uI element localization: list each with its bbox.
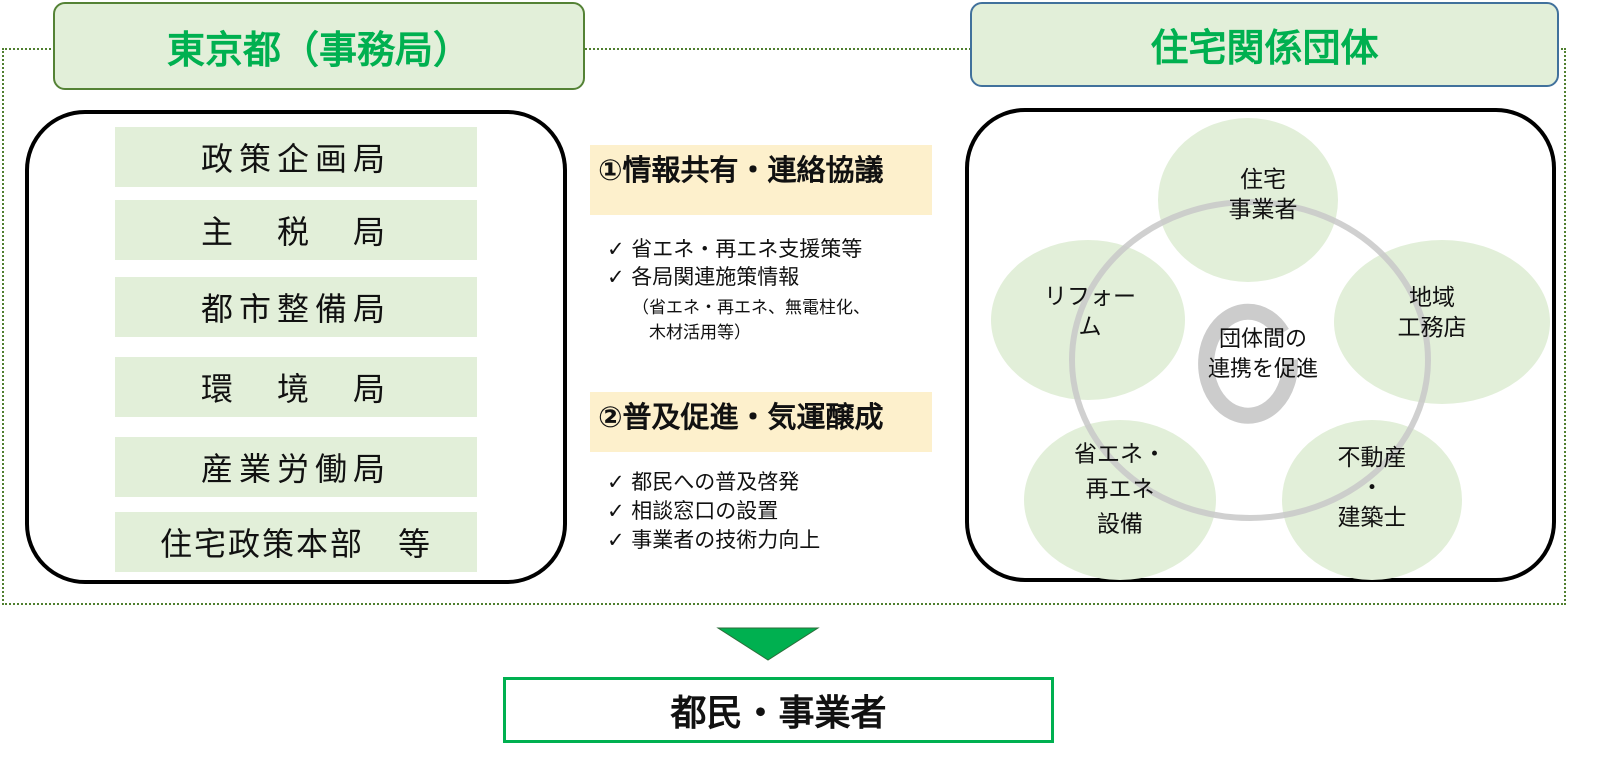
down-arrow-icon — [716, 627, 820, 661]
group-circle-energy — [1024, 420, 1216, 580]
bureau-item: 政策企画局 — [115, 127, 477, 187]
group-local: 地域工務店 — [1397, 285, 1467, 341]
target-box: 都民・事業者 — [503, 677, 1054, 743]
group-circle-realestate — [1282, 420, 1462, 580]
group-energy: 省エネ・再エネ設備 — [1074, 441, 1166, 538]
section1-note: （省エネ・再エネ、無電柱化、 — [632, 298, 870, 318]
organization-frame — [2, 48, 1566, 605]
group-circle-reform — [991, 240, 1185, 400]
group-circle-local — [1334, 240, 1550, 404]
group-reform: リフォーム — [1044, 284, 1136, 340]
section1-note: 木材活用等） — [632, 323, 751, 343]
section2-item: ✓ 相談窓口の設置 — [607, 499, 779, 523]
housing-groups-header: 住宅関係団体 — [970, 2, 1559, 87]
group-housing: 住宅事業者 — [1228, 167, 1298, 223]
center-label: 団体間の連携を促進 — [1207, 327, 1319, 382]
bureau-panel — [25, 110, 567, 584]
bureau-item: 環 境 局 — [115, 357, 477, 417]
bureau-item: 主 税 局 — [115, 200, 477, 260]
bureau-item: 産業労働局 — [115, 437, 477, 497]
section2-item: ✓ 事業者の技術力向上 — [607, 528, 821, 552]
tokyo-header: 東京都（事務局） — [53, 2, 585, 90]
bureau-item: 住宅政策本部 等 — [115, 512, 477, 572]
section2-item: ✓ 都民への普及啓発 — [607, 470, 800, 494]
bureau-item: 都市整備局 — [115, 277, 477, 337]
cycle-ring — [1069, 199, 1431, 521]
section2-title: ②普及促進・気運醸成 — [590, 392, 932, 452]
group-realestate: 不動産・建築士 — [1337, 445, 1407, 531]
section1-title: ①情報共有・連絡協議 — [590, 145, 932, 215]
section1-item: ✓ 各局関連施策情報 — [607, 265, 800, 289]
center-cycle-icon — [1198, 303, 1299, 424]
section1-item: ✓ 省エネ・再エネ支援策等 — [607, 237, 863, 261]
